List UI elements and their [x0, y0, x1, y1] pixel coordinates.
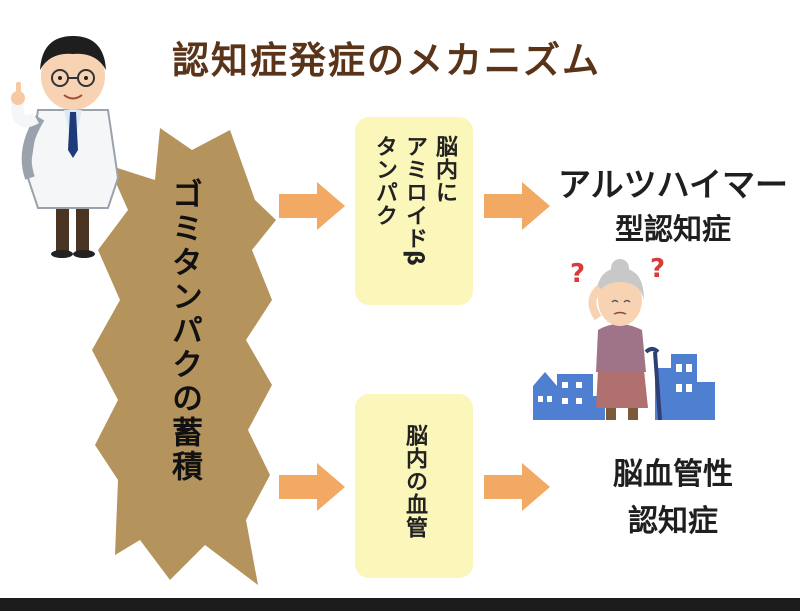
burst-shape	[92, 128, 276, 585]
vascular-dementia-label-line2: 認知症	[628, 504, 718, 539]
svg-text:?: ?	[650, 254, 665, 284]
doctor-icon	[11, 36, 120, 258]
arrow-to-vascular-dementia	[484, 463, 550, 511]
amyloid-box: 脳内に アミロイドβ タンパク	[355, 117, 473, 305]
arrow-to-alzheimer	[484, 182, 550, 230]
svg-text:?: ?	[570, 259, 585, 289]
vascular-label: 脳内の血管	[402, 424, 427, 539]
question-mark-icon: ? ?	[570, 254, 665, 289]
vascular-dementia-label-line1: 脳血管性	[613, 457, 733, 492]
city-icon	[533, 354, 715, 420]
vascular-box: 脳内の血管	[355, 394, 473, 578]
amyloid-line-3: タンパク	[372, 135, 397, 227]
amyloid-line-2: アミロイドβ	[402, 135, 427, 267]
source-label: ゴミタンパクの蓄積	[166, 178, 202, 484]
arrow-to-vascular	[279, 463, 345, 511]
page-title: 認知症発症のメカニズム	[172, 39, 601, 82]
elderly-woman-icon	[588, 259, 662, 421]
bottom-bar	[0, 598, 800, 611]
alzheimer-label-line2: 型認知症	[614, 212, 731, 246]
alzheimer-label-line1: アルツハイマー	[557, 165, 788, 204]
arrow-to-amyloid	[279, 182, 345, 230]
amyloid-line-1: 脳内に	[432, 135, 457, 204]
